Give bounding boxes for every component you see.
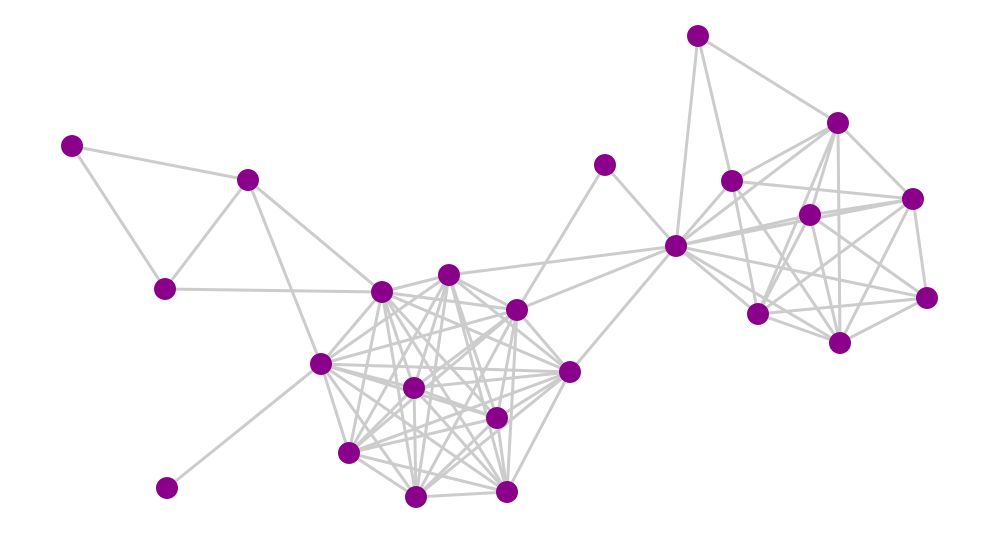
edge-E-H — [757, 197, 914, 316]
node-L — [237, 169, 259, 191]
node-B — [827, 112, 849, 134]
edge-B-D — [808, 122, 840, 216]
edge-H-I — [757, 312, 841, 345]
edge-F-O — [448, 244, 677, 277]
node-I — [829, 332, 851, 354]
edge-F-H — [675, 244, 759, 316]
edge-K-M — [70, 145, 167, 290]
edge-B-I — [836, 122, 842, 344]
edge-N-S — [380, 291, 416, 389]
node-P — [506, 299, 528, 321]
node-F — [665, 235, 687, 257]
node-K — [61, 135, 83, 157]
edge-D-I — [808, 214, 842, 344]
node-H — [747, 303, 769, 325]
edge-F-R — [568, 245, 678, 373]
edge-Q-U — [319, 363, 351, 454]
edge-S-U — [347, 386, 416, 455]
edge-K-L — [71, 144, 249, 182]
node-D — [799, 204, 821, 226]
edge-O-S — [412, 274, 451, 389]
edges — [70, 34, 929, 499]
edge-S-T — [413, 386, 498, 420]
edge-N-W — [380, 291, 509, 493]
edge-T-V — [414, 416, 499, 499]
edge-P-U — [348, 308, 518, 455]
nodes — [61, 25, 938, 508]
edge-N-U — [347, 291, 384, 454]
edge-N-Q — [319, 291, 384, 365]
edge-P-R — [515, 309, 572, 373]
edge-U-V — [348, 451, 417, 499]
node-G — [916, 287, 938, 309]
edge-E-I — [838, 198, 915, 344]
edge-O-P — [448, 273, 518, 312]
node-J — [594, 154, 616, 176]
edge-B-E — [836, 121, 915, 201]
edge-E-G — [911, 198, 929, 299]
edge-F-I — [675, 244, 841, 345]
edge-J-P — [515, 164, 607, 311]
edge-A-C — [696, 35, 734, 182]
edge-A-F — [674, 35, 700, 247]
edge-O-Q — [320, 273, 450, 366]
edge-O-U — [347, 274, 451, 454]
edge-L-M — [163, 179, 250, 290]
edge-H-G — [757, 296, 928, 316]
edge-B-C — [731, 121, 839, 183]
edge-E-F — [675, 197, 914, 248]
node-Q — [310, 353, 332, 375]
edge-S-V — [412, 387, 418, 498]
edge-R-S — [413, 370, 571, 390]
node-A — [687, 25, 709, 47]
edge-V-W — [415, 490, 508, 499]
edge-R-U — [348, 370, 571, 455]
edge-N-R — [381, 290, 571, 374]
edge-R-W — [505, 371, 572, 493]
node-M — [154, 278, 176, 300]
edge-N-O — [381, 273, 450, 294]
edge-D-G — [809, 213, 928, 300]
edge-I-G — [839, 296, 928, 345]
edge-N-V — [380, 291, 418, 498]
edge-P-Q — [320, 308, 518, 366]
edge-L-N — [247, 178, 383, 294]
edge-T-U — [348, 416, 498, 455]
edge-U-W — [348, 451, 508, 494]
edge-N-T — [380, 290, 499, 420]
edge-N-P — [381, 290, 518, 312]
edge-Q-X — [166, 362, 322, 490]
node-W — [496, 481, 518, 503]
node-T — [486, 407, 508, 429]
node-R — [559, 361, 581, 383]
node-V — [405, 486, 427, 508]
edge-A-B — [697, 34, 839, 125]
edge-F-P — [516, 244, 677, 312]
edge-P-T — [495, 309, 519, 419]
node-U — [338, 442, 360, 464]
edge-M-N — [164, 287, 383, 294]
node-E — [902, 188, 924, 210]
edge-C-E — [731, 179, 914, 201]
edge-F-G — [675, 244, 928, 300]
edge-C-F — [674, 180, 734, 247]
node-C — [721, 170, 743, 192]
edge-D-H — [756, 214, 812, 315]
edge-Q-V — [319, 363, 418, 498]
node-S — [403, 377, 425, 399]
edge-T-W — [495, 417, 509, 493]
edge-P-V — [414, 309, 519, 498]
edge-J-F — [603, 164, 678, 247]
node-X — [156, 477, 178, 499]
edge-R-T — [496, 370, 571, 420]
node-O — [438, 264, 460, 286]
node-N — [371, 281, 393, 303]
edge-L-Q — [246, 179, 323, 365]
edge-P-W — [505, 309, 519, 493]
edge-Q-R — [320, 362, 571, 374]
edge-S-W — [412, 387, 509, 493]
